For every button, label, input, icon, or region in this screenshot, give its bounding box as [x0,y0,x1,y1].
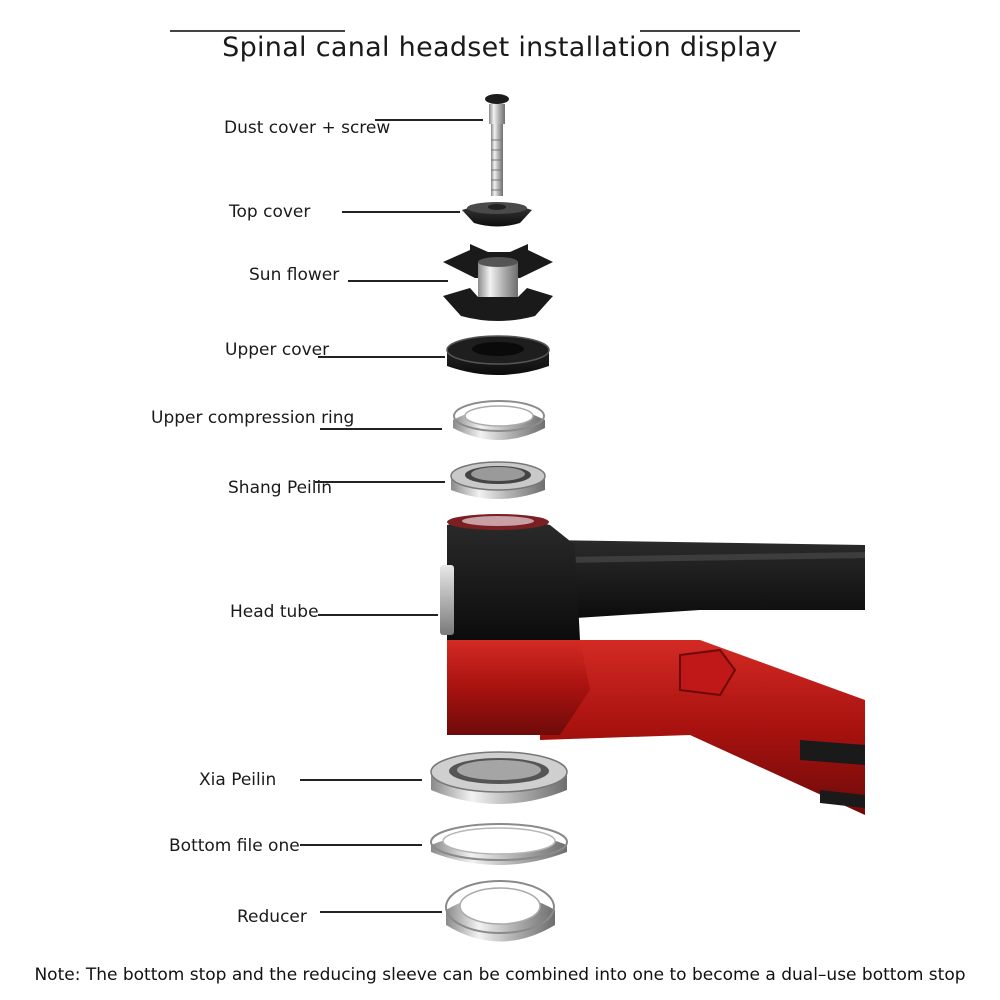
label-reducer: Reducer [237,907,307,927]
head-tube-frame-part [440,514,866,815]
upper-bearing-part [450,461,546,499]
leader-reducer [320,911,442,913]
lower-bearing-part [430,751,568,804]
upper-cover-part [446,335,550,375]
title-rule-right [640,30,800,32]
leader-upper-compression-ring [320,428,442,430]
leader-shang-peilin [315,481,445,483]
label-top-cover: Top cover [229,202,311,222]
page-title: Spinal canal headset installation displa… [222,32,778,63]
dust-cover-screw-part [485,94,509,196]
label-upper-cover: Upper cover [225,340,330,360]
reducer-part [445,880,555,942]
leader-dust-cover-screw [375,119,483,121]
top-cover-part [462,202,532,227]
label-head-tube: Head tube [230,602,319,622]
bottom-race-part [430,823,568,865]
footnote: Note: The bottom stop and the reducing s… [34,965,966,985]
leader-xia-peilin [300,779,422,781]
label-xia-peilin: Xia Peilin [199,770,277,790]
leader-head-tube [318,614,438,616]
leader-bottom-file-one [300,844,422,846]
label-shang-peilin: Shang Peilin [228,478,333,498]
label-bottom-file-one: Bottom file one [169,836,300,856]
sun-flower-part [443,244,553,321]
leader-sun-flower [348,280,448,282]
upper-compression-ring-part [453,400,545,440]
label-dust-cover-screw: Dust cover + screw [224,118,391,138]
title-rule-left [170,30,345,32]
label-upper-compression-ring: Upper compression ring [151,408,355,428]
label-sun-flower: Sun flower [249,265,340,285]
leader-upper-cover [318,356,445,358]
leader-top-cover [342,211,460,213]
